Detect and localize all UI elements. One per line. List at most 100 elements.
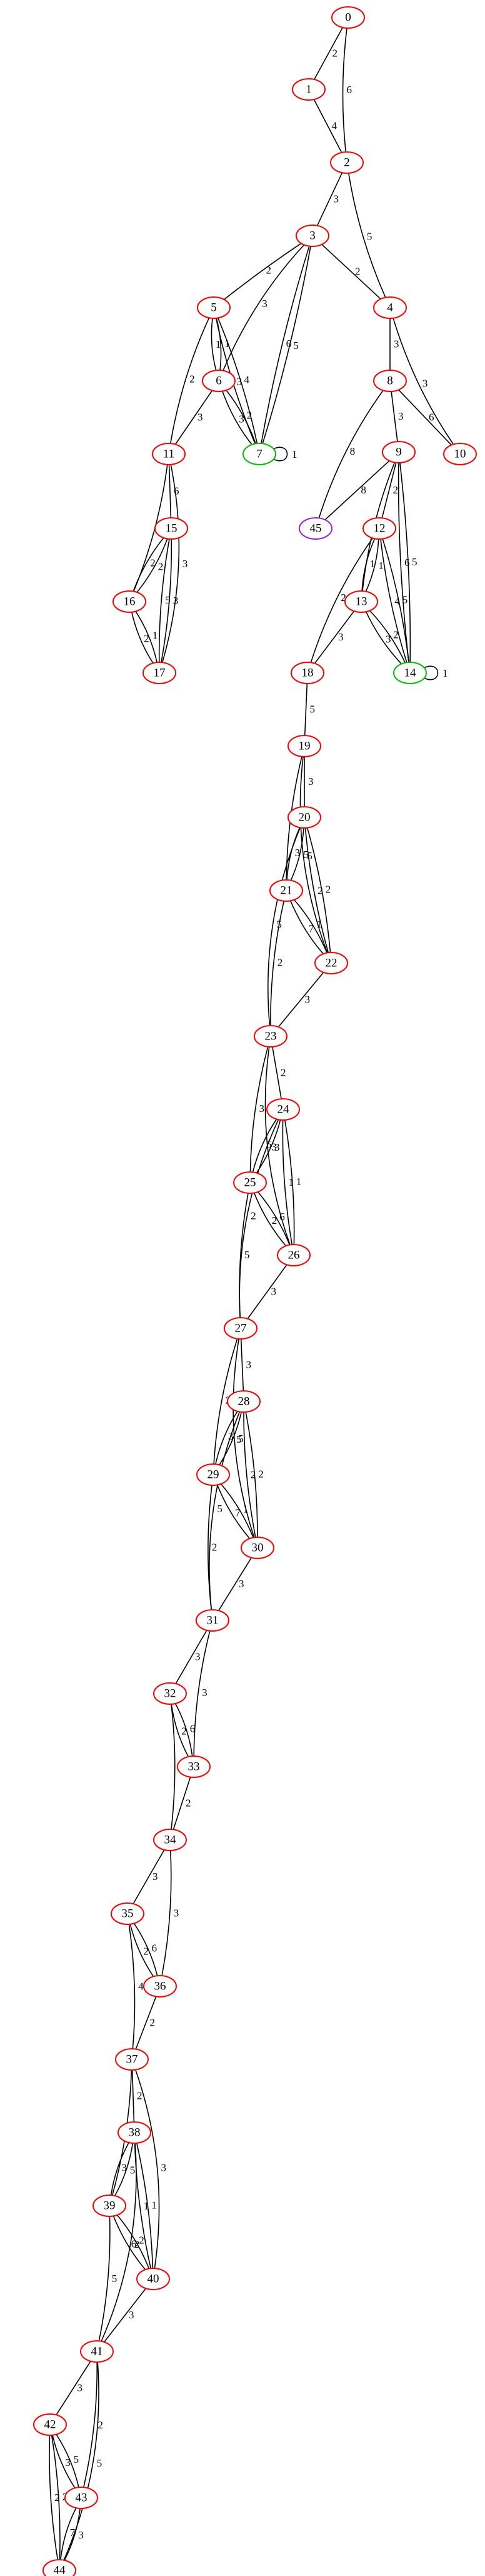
- edge-label: 3: [246, 1359, 252, 1371]
- node-25: 25: [233, 1171, 267, 1194]
- edge-label: 3: [161, 2161, 167, 2173]
- edge-label: 3: [65, 2457, 71, 2468]
- edge-label: 2: [181, 1725, 187, 1737]
- node-31: 31: [196, 1609, 229, 1632]
- edge-label: 3: [271, 1141, 277, 1153]
- edge-label: 3: [274, 1141, 280, 1153]
- edge-label: 2: [137, 2090, 142, 2102]
- node-label: 45: [310, 522, 322, 535]
- node-ellipse: [33, 2413, 67, 2436]
- edge-label: 6: [286, 338, 292, 350]
- edge-label: 1: [316, 919, 322, 931]
- edge-label: 3: [152, 1871, 158, 1882]
- edge-9-14-28: [398, 462, 409, 663]
- edge-label: 3: [262, 298, 268, 310]
- edge-label: 2: [158, 561, 163, 573]
- edge-20-22-54: [304, 827, 329, 953]
- node-label: 7: [256, 448, 262, 461]
- edge-label: 2: [143, 1946, 149, 1957]
- edge-label: 3: [338, 631, 344, 643]
- node-label: 32: [164, 1687, 176, 1700]
- edge-label: 1: [442, 667, 448, 679]
- edge-label: 1: [292, 448, 298, 460]
- edge-label: 3: [271, 1286, 277, 1298]
- edge-5-7-14: [218, 318, 258, 444]
- edge-label: 2: [144, 632, 149, 644]
- edge-label: 5: [217, 1503, 222, 1515]
- edge-30-31-83: [218, 1557, 252, 1611]
- edge-11-17-31: [162, 464, 180, 663]
- edge-label: 3: [237, 376, 242, 388]
- edge-35-36-93: [129, 1924, 154, 1977]
- edge-41-42-108: [56, 2361, 91, 2415]
- node-label: 18: [302, 667, 314, 680]
- edge-3-5-6: [224, 243, 302, 300]
- edge-28-29-76: [215, 1411, 238, 1465]
- edge-0-1-0: [314, 27, 343, 80]
- edge-label: 5: [367, 230, 372, 242]
- edge-label: 3: [334, 193, 339, 205]
- node-ellipse: [299, 517, 332, 540]
- node-ellipse: [92, 2195, 126, 2217]
- edge-label: 5: [74, 2453, 79, 2465]
- edge-label: 2: [251, 1210, 256, 1222]
- node-label: 30: [252, 1542, 264, 1555]
- edge-34-36-91: [161, 1850, 172, 1976]
- node-label: 36: [154, 1980, 166, 1993]
- node-14: 14: [393, 662, 427, 684]
- edge-12-14-35: [382, 538, 409, 663]
- node-4: 4: [373, 296, 407, 319]
- node-ellipse: [266, 1098, 300, 1121]
- edge-28-29-75: [219, 1412, 242, 1465]
- edge-label: 3: [174, 1907, 179, 1919]
- edge-label: 4: [244, 373, 250, 385]
- node-ellipse: [202, 370, 236, 392]
- edge-12-14-36: [380, 538, 408, 663]
- edge-24-25-64: [252, 1119, 278, 1173]
- edge-22-23-59: [278, 972, 324, 1028]
- node-ellipse: [118, 2121, 151, 2144]
- node-label: 41: [91, 2345, 103, 2358]
- node-label: 39: [104, 2200, 116, 2213]
- edge-20-23-55: [268, 827, 301, 1026]
- node-label: 29: [208, 1468, 219, 1482]
- node-label: 38: [129, 2126, 141, 2139]
- edge-3-7-8: [262, 246, 311, 444]
- edge-42-44-114: [49, 2435, 59, 2560]
- edge-37-38-96: [131, 2069, 135, 2123]
- edge-13-18-37: [314, 610, 355, 664]
- edge-42-43-112: [52, 2435, 76, 2488]
- node-ellipse: [362, 517, 396, 540]
- edge-label: 2: [134, 2238, 140, 2250]
- edge-39-40-104: [116, 2215, 150, 2269]
- node-ellipse: [153, 1829, 187, 1851]
- node-19: 19: [288, 735, 321, 757]
- edge-12-13-33: [361, 538, 376, 592]
- edge-25-26-69: [253, 1193, 287, 1246]
- edge-label: 2: [332, 48, 338, 59]
- node-label: 9: [396, 446, 402, 459]
- edge-label: 2: [272, 1215, 278, 1226]
- edge-label: 2: [54, 2492, 60, 2503]
- edge-29-31-82: [208, 1485, 212, 1610]
- node-label: 2: [344, 156, 350, 169]
- edge-label: 2: [258, 1468, 264, 1480]
- node-ellipse: [292, 78, 326, 101]
- edge-42-44-113: [51, 2435, 61, 2560]
- edge-label: 1: [152, 630, 158, 642]
- edge-label: 5: [236, 1433, 242, 1445]
- node-43: 43: [64, 2487, 98, 2509]
- edge-38-39-99: [114, 2143, 134, 2196]
- edge-42-43-111: [56, 2434, 79, 2488]
- edge-label: 8: [350, 445, 356, 457]
- edge-29-30-81: [216, 1485, 251, 1539]
- edge-21-23-58: [270, 901, 284, 1026]
- edge-3-7-9: [261, 246, 310, 444]
- node-ellipse: [80, 2340, 114, 2363]
- node-label: 21: [281, 884, 292, 897]
- edge-label: 2: [318, 885, 323, 897]
- node-2: 2: [330, 151, 364, 174]
- node-ellipse: [111, 1902, 144, 1925]
- edge-29-30-80: [220, 1483, 254, 1538]
- edge-label: 6: [279, 1211, 285, 1223]
